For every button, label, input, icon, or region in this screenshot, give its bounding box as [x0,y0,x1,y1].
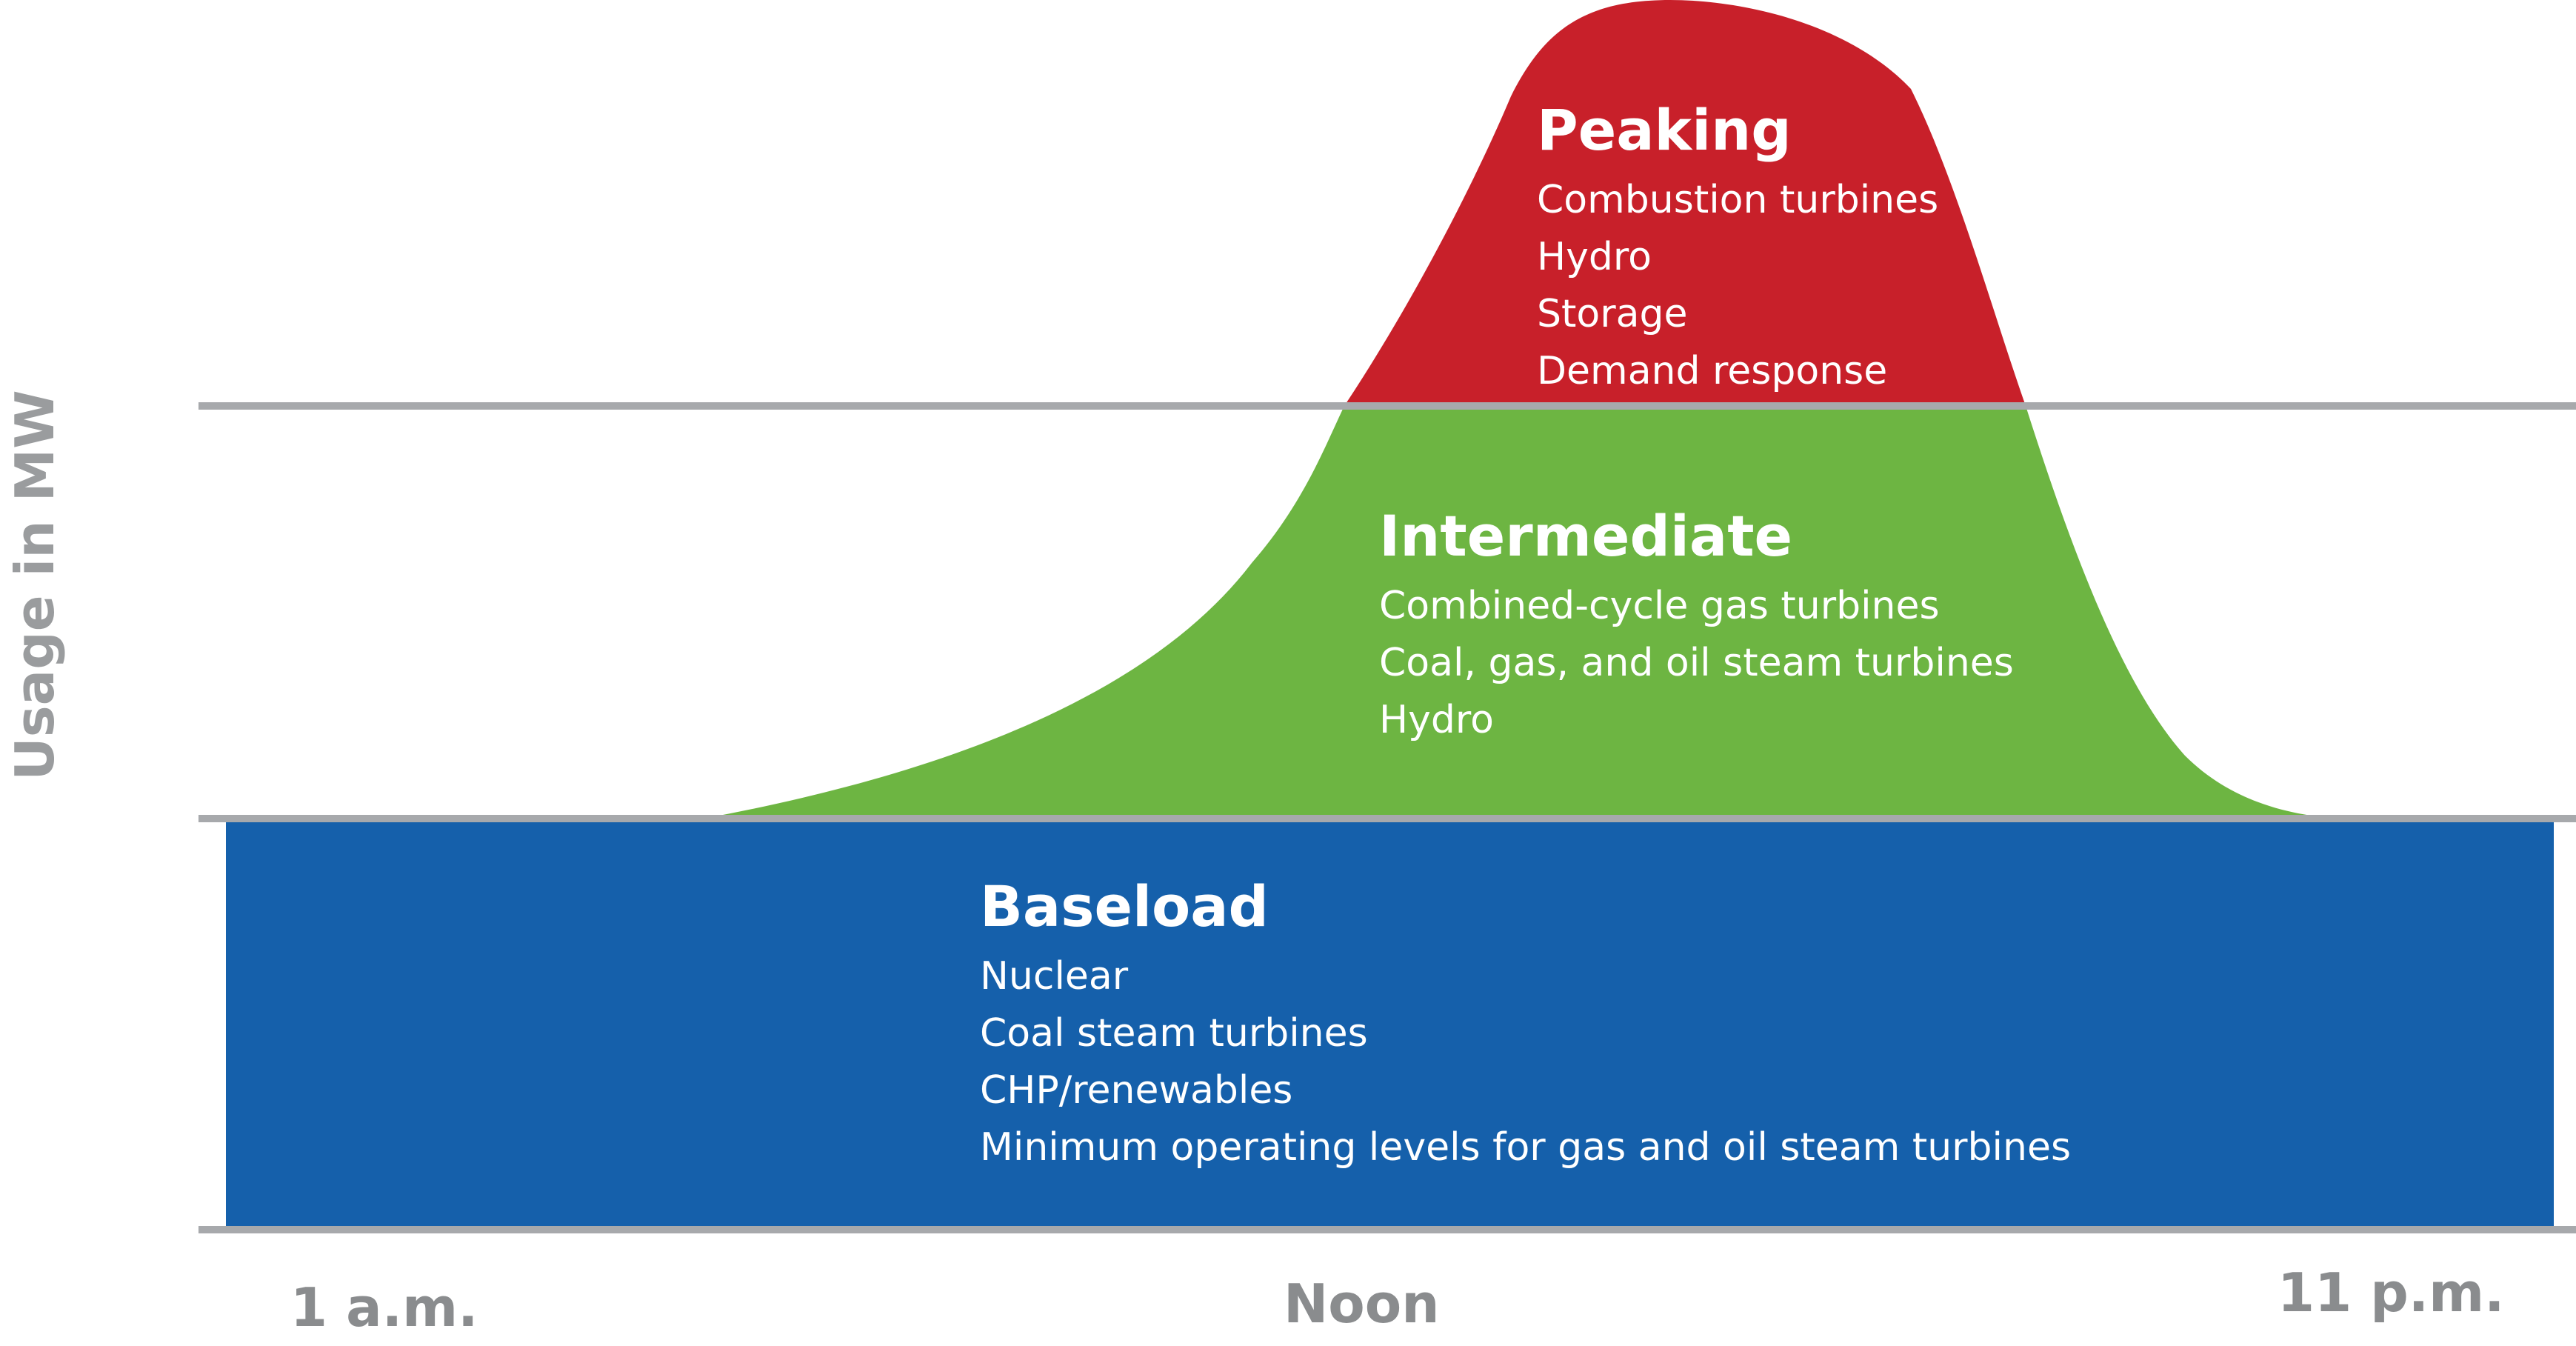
baseload-item: CHP/renewables [980,1068,1292,1113]
x-axis-mid-label: Noon [1284,1273,1439,1335]
intermediate-item: Hydro [1379,698,1494,742]
peaking-item: Demand response [1537,349,1887,393]
x-axis-start-label: 1 a.m. [290,1276,478,1339]
peaking-item: Hydro [1537,235,1652,279]
x-axis-end-label: 11 p.m. [2278,1262,2505,1324]
y-axis-label: Usage in MW [4,390,66,780]
baseload-region [226,822,2554,1228]
baseload-item: Nuclear [980,954,1129,999]
intermediate-region [704,406,2340,819]
peaking-item: Combustion turbines [1537,178,1938,222]
peaking-title: Peaking [1537,97,1792,163]
intermediate-item: Combined-cycle gas turbines [1379,584,1940,628]
baseload-item: Coal steam turbines [980,1011,1368,1056]
intermediate-item: Coal, gas, and oil steam turbines [1379,641,2014,685]
baseload-title: Baseload [980,873,1269,939]
baseload-item: Minimum operating levels for gas and oil… [980,1125,2071,1170]
peaking-item: Storage [1537,292,1687,336]
peaking-region [1344,0,2026,406]
intermediate-title: Intermediate [1379,503,1792,569]
